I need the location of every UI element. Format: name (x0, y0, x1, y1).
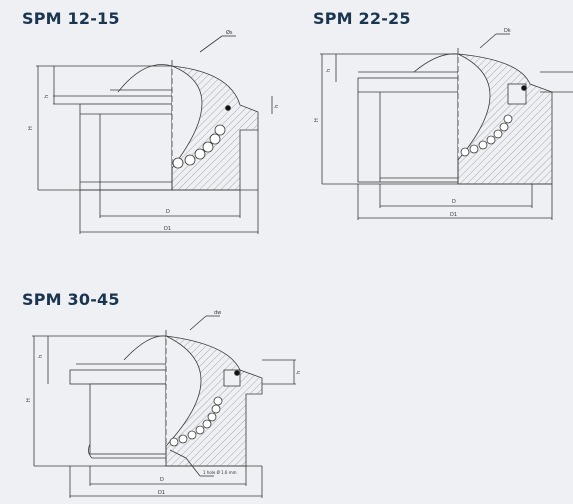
label-d1-dk: Øs (226, 29, 233, 36)
label-d1-D1: D1 (164, 226, 171, 232)
label-d3-D1: D1 (158, 490, 165, 496)
label-d2-dk: Dk (504, 28, 511, 34)
label-d1-h2: h (274, 105, 280, 108)
label-d2-D: D (452, 199, 456, 205)
label-d2-h: h (326, 69, 332, 72)
label-d3-hole-note: 1 hole Ø 1.6 mm (203, 470, 237, 475)
label-d3-D: D (160, 477, 164, 483)
title-spm-30-45: SPM 30-45 (22, 290, 120, 309)
label-d3-h: h (38, 355, 44, 358)
label-d2-D1: D1 (450, 212, 457, 218)
label-d3-h2: h (296, 371, 302, 374)
title-spm-12-15: SPM 12-15 (22, 9, 120, 28)
label-d2-H: H (314, 118, 320, 122)
label-d1-D: D (166, 209, 170, 215)
label-d1-h: h (44, 95, 50, 98)
label-d3-dk: dw (214, 310, 221, 316)
title-spm-22-25: SPM 22-25 (313, 9, 411, 28)
label-d1-H: H (28, 126, 34, 130)
label-d3-H: H (26, 398, 32, 402)
